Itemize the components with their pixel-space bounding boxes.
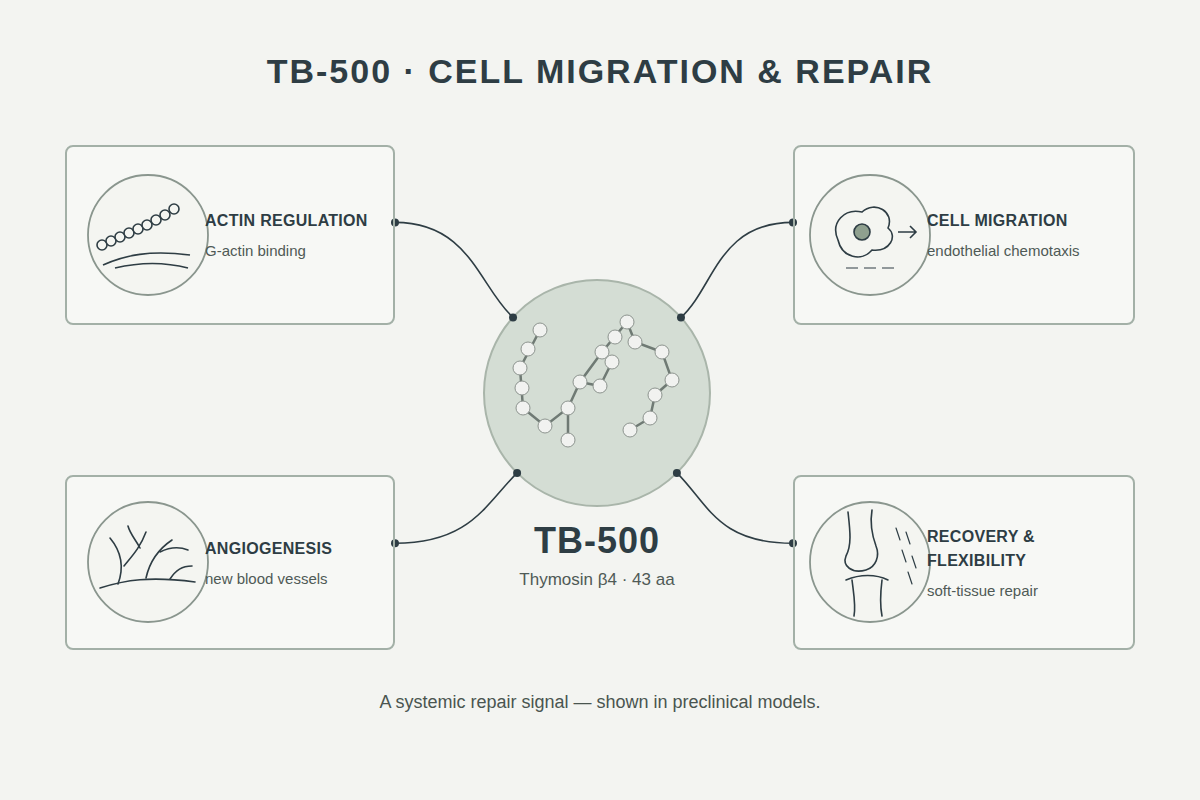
- circle-area: [470, 280, 724, 506]
- node-heading: TB-500: [470, 520, 724, 562]
- node-subtext: G-actin binding: [205, 241, 381, 261]
- feature-box: ANGIOGENESIS new blood vessels: [65, 475, 395, 650]
- feature-box: CELL MIGRATION endothelial chemotaxis: [793, 145, 1135, 325]
- connector-dot: [673, 469, 681, 477]
- node-subtext: soft-tissue repair: [927, 581, 1121, 601]
- node-heading: RECOVERY & FLEXIBILITY: [927, 525, 1121, 573]
- title: TB-500 · CELL MIGRATION & REPAIR: [0, 52, 1200, 91]
- node-heading: ACTIN REGULATION: [205, 209, 381, 233]
- node-subtext: new blood vessels: [205, 569, 381, 589]
- connector-dot: [677, 313, 685, 321]
- connector-line: [395, 473, 517, 543]
- connector: [677, 218, 797, 321]
- connector-line: [677, 473, 793, 543]
- connector-dot: [509, 313, 517, 321]
- connector-line: [681, 222, 793, 317]
- node-heading: CELL MIGRATION: [927, 209, 1121, 233]
- connector-line: [395, 222, 513, 317]
- connector: [391, 469, 521, 547]
- center-node: TB-500Thymosin β4 · 43 aa: [470, 280, 724, 590]
- connector: [391, 218, 517, 321]
- feature-box: RECOVERY & FLEXIBILITY soft-tissue repair: [793, 475, 1135, 650]
- connector-dot: [391, 539, 399, 547]
- connector-dot: [391, 218, 399, 226]
- node-subtext: Thymosin β4 · 43 aa: [470, 570, 724, 590]
- connector-dot: [513, 469, 521, 477]
- feature-box: ACTIN REGULATION G-actin binding: [65, 145, 395, 325]
- node-subtext: endothelial chemotaxis: [927, 241, 1121, 261]
- caption: A systemic repair signal — shown in prec…: [0, 692, 1200, 713]
- connector: [673, 469, 797, 547]
- node-heading: ANGIOGENESIS: [205, 537, 381, 561]
